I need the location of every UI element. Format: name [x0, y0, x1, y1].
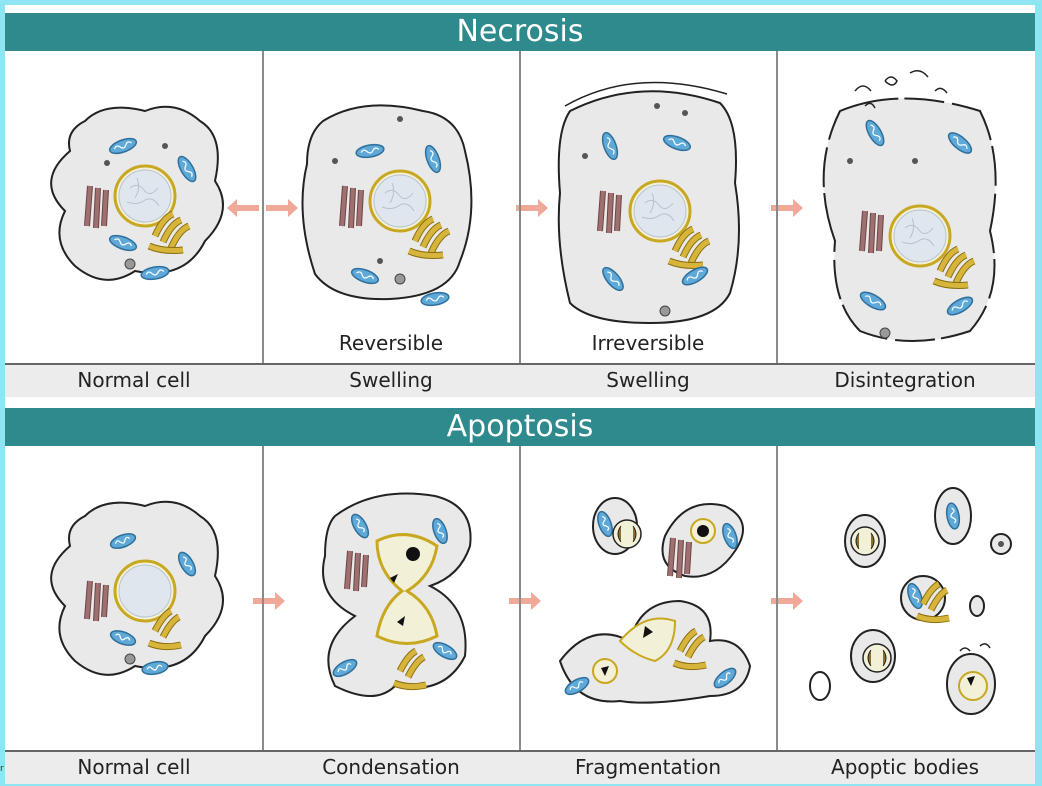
stage-label: Condensation: [322, 755, 460, 779]
stage-label: Swelling: [349, 368, 433, 392]
necrosis-title: Necrosis: [5, 13, 1035, 51]
reversible-label: Reversible: [338, 331, 444, 355]
divider: [262, 446, 264, 782]
irreversible-label: Irreversible: [591, 331, 705, 355]
stage-label: Normal cell: [77, 755, 191, 779]
divider: [262, 51, 264, 397]
divider: [776, 446, 778, 782]
stage-label: Apoptic bodies: [831, 755, 979, 779]
apoptosis-label-bar: Normal cell Condensation Fragmentation A…: [5, 750, 1035, 784]
necrosis-label-bar: Normal cell Swelling Swelling Disintegra…: [5, 363, 1035, 397]
stage-label: Fragmentation: [574, 755, 722, 779]
corner-char: r: [0, 764, 4, 774]
necrosis-illustrations: [50, 70, 997, 342]
divider: [519, 51, 521, 397]
divider: [776, 51, 778, 397]
diagram-sheet: Necrosis: [5, 5, 1035, 784]
apoptosis-title: Apoptosis: [5, 408, 1035, 446]
stage-label: Disintegration: [834, 368, 976, 392]
stage-label: Normal cell: [77, 368, 191, 392]
apoptosis-illustrations: [50, 487, 1012, 715]
divider: [519, 446, 521, 782]
stage-label: Swelling: [606, 368, 690, 392]
